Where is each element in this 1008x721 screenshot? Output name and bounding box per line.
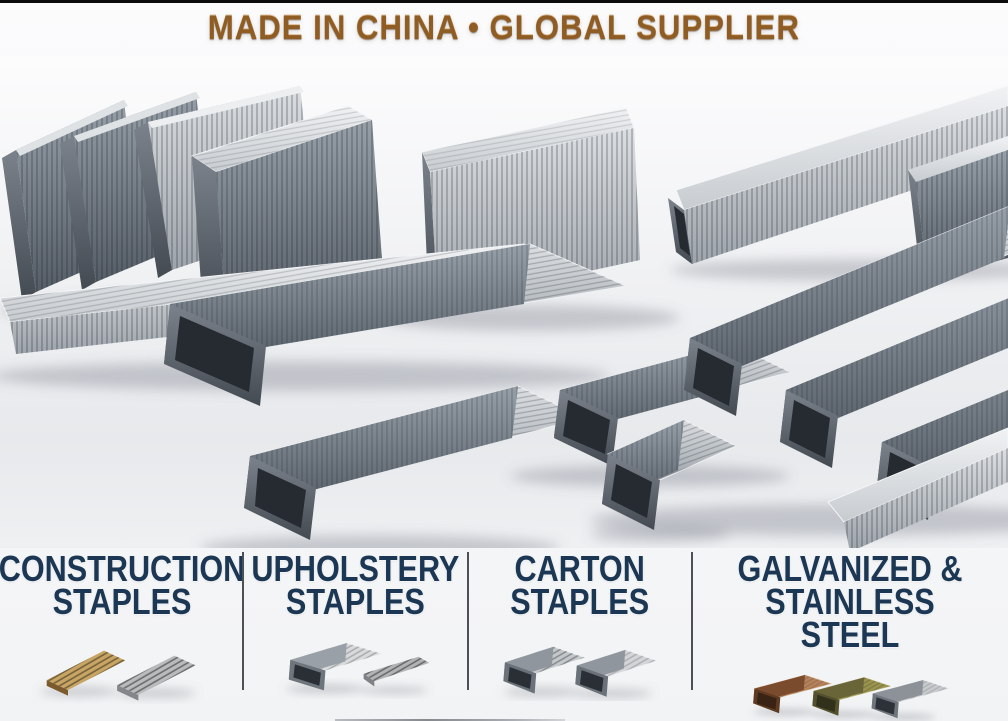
staple-bar xyxy=(668,85,1008,264)
category-strip: CONSTRUCTION STAPLES UPHOLSTERY STAPLES xyxy=(0,548,1008,721)
category-label: UPHOLSTERY STAPLES xyxy=(251,548,460,623)
category-label: GALVANIZED & STAINLESS STEEL xyxy=(737,548,963,656)
category-divider xyxy=(467,552,469,690)
category-upholstery-staples: UPHOLSTERY STAPLES xyxy=(243,548,468,721)
category-label: CARTON STAPLES xyxy=(510,548,650,623)
staple-bar xyxy=(827,427,1008,548)
staples-scene xyxy=(0,56,1008,548)
category-construction-staples: CONSTRUCTION STAPLES xyxy=(0,548,245,721)
staple-channel-short xyxy=(602,419,738,530)
category-label: CONSTRUCTION STAPLES xyxy=(0,548,245,623)
category-galvanized-stainless: GALVANIZED & STAINLESS STEEL xyxy=(692,548,1008,721)
construction-staples-image xyxy=(39,650,196,701)
staple-channel xyxy=(164,243,628,406)
staple-bar xyxy=(684,206,1008,416)
top-edge-strip xyxy=(0,0,1008,3)
category-divider xyxy=(242,552,244,690)
banner-header: MADE IN CHINA • GLOBAL SUPPLIER xyxy=(0,6,1008,50)
category-carton-staples: CARTON STAPLES xyxy=(468,548,692,721)
category-divider xyxy=(691,552,693,690)
staple-channel xyxy=(244,385,586,540)
carton-staples-image xyxy=(503,646,658,699)
banner-title: MADE IN CHINA • GLOBAL SUPPLIER xyxy=(207,9,801,47)
staples-hero-image xyxy=(0,56,1008,548)
upholstery-staples-image xyxy=(285,642,429,695)
staple-bar xyxy=(780,297,1008,468)
galvanized-stainless-staples-image xyxy=(753,675,951,721)
bottom-edge-artifact xyxy=(335,719,565,721)
